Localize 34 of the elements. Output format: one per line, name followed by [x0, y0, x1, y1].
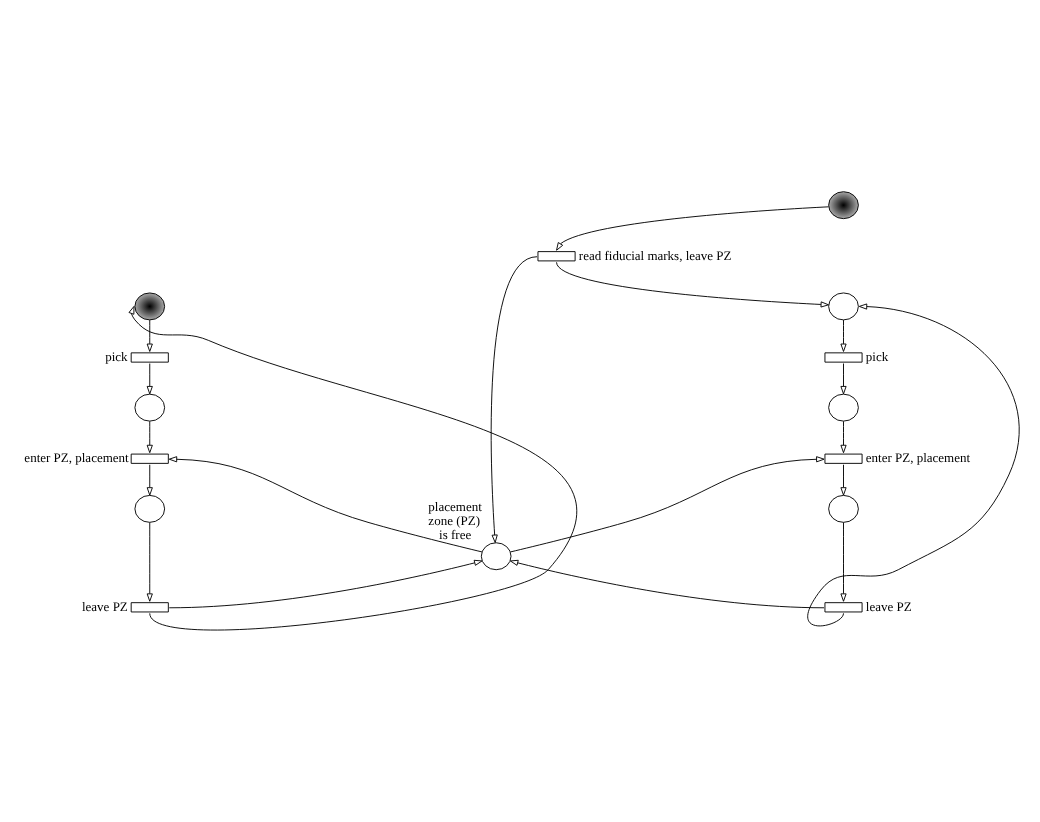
arrow — [556, 261, 829, 308]
arrow — [510, 456, 825, 553]
arrow — [840, 464, 847, 496]
arrow — [840, 363, 847, 395]
node-circle — [480, 542, 512, 571]
arrow — [146, 464, 153, 496]
arrow — [146, 522, 153, 602]
arrow — [168, 559, 483, 609]
node-circle — [134, 494, 166, 523]
arrow — [146, 420, 153, 454]
arrow — [146, 319, 153, 352]
arrow — [556, 206, 829, 251]
node-bar — [130, 602, 169, 613]
arrow — [490, 256, 538, 543]
node-bar — [130, 352, 169, 363]
node-bar — [537, 251, 576, 262]
node-circle — [828, 292, 859, 321]
node-circle — [828, 494, 859, 523]
node-circle — [828, 191, 859, 220]
arrow — [509, 559, 825, 609]
node-circle — [134, 292, 166, 321]
node-bar — [824, 352, 863, 363]
node-bar — [130, 453, 169, 464]
arrow — [840, 319, 847, 352]
arrow — [840, 420, 847, 454]
node-circle — [828, 393, 859, 422]
arrow — [168, 456, 483, 553]
arrow — [128, 305, 578, 631]
arrow — [146, 363, 153, 395]
arrow — [840, 522, 847, 602]
node-bar — [824, 453, 863, 464]
node-circle — [134, 393, 166, 422]
arrow — [807, 303, 1020, 627]
node-bar — [824, 602, 863, 613]
